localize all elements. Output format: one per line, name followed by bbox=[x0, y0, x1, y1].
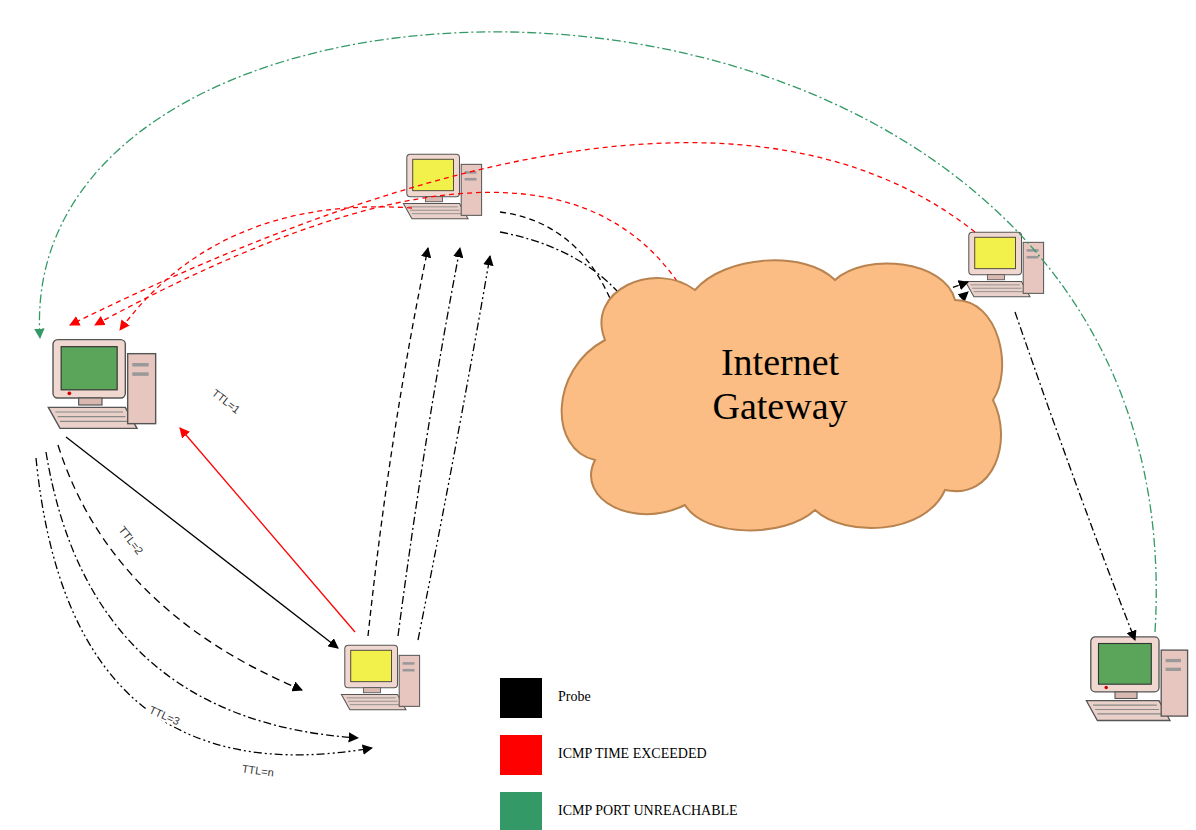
ttl-label: TTL=1 bbox=[208, 385, 244, 417]
legend-text: ICMP PORT UNREACHABLE bbox=[558, 803, 738, 819]
legend-swatch bbox=[500, 792, 542, 830]
ttl-label: TTL=2 bbox=[115, 522, 147, 558]
ttl-label: TTL=n bbox=[239, 762, 276, 779]
cloud-node: Internet Gateway bbox=[545, 250, 1015, 540]
ttl-label: TTL=3 bbox=[146, 703, 184, 729]
legend-text: ICMP TIME EXCEEDED bbox=[558, 746, 707, 762]
cloud-label: Internet Gateway bbox=[680, 341, 880, 428]
legend-swatch bbox=[500, 735, 542, 775]
legend-text: Probe bbox=[558, 689, 591, 705]
legend-swatch bbox=[500, 678, 542, 718]
